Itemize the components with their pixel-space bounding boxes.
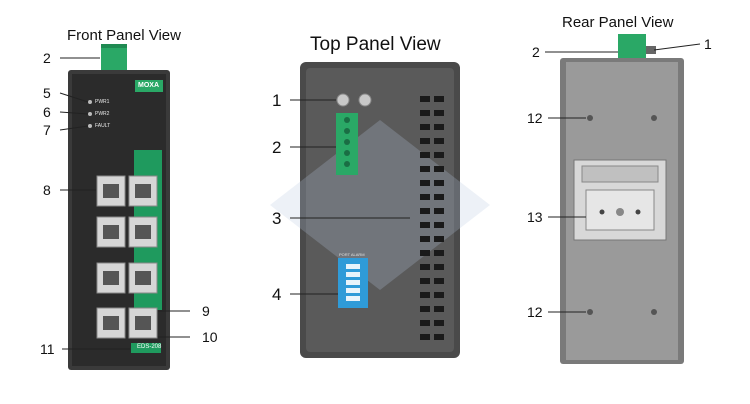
top-callout-lines [290,99,410,295]
rear-screw [646,46,656,54]
vent-slots [420,96,444,340]
mounting-hole [587,115,593,121]
front-callout-10: 10 [202,329,218,345]
front-callout-2: 2 [43,50,51,66]
rear-callout-12-top: 12 [527,110,543,126]
top-panel [270,62,490,358]
rear-terminal-block [618,34,646,60]
top-callout-2: 2 [272,138,282,157]
top-callout-4: 4 [272,285,282,304]
mounting-hole [587,309,593,315]
front-callout-11: 11 [40,341,55,357]
rear-callout-2: 2 [532,44,540,60]
model-label: EDS-208 [137,344,162,350]
rear-callout-1: 1 [704,36,712,52]
pwr2-led [88,112,92,116]
front-callout-8: 8 [43,182,51,198]
brand-logo-plate [135,80,163,92]
top-callout-3: 3 [272,209,282,228]
fault-led [88,124,92,128]
ethernet-port [96,175,126,207]
front-panel-title: Front Panel View [67,27,181,44]
mounting-hole [651,115,657,121]
pwr1-led-label: PWR1 [95,99,110,105]
top-callout-1: 1 [272,91,282,110]
front-callout-6: 6 [43,104,51,120]
rear-panel-title: Rear Panel View [562,14,674,31]
mounting-hole [651,309,657,315]
pwr2-led-label: PWR2 [95,111,110,117]
front-panel [59,44,190,370]
front-callout-lines [59,57,190,350]
front-callout-5: 5 [43,85,51,101]
front-callout-9: 9 [202,303,210,319]
dip-switch-label: PORT ALARM [339,252,365,257]
pwr1-led [88,100,92,104]
top-panel-title: Top Panel View [310,34,441,55]
dip-switches [346,264,360,301]
brand-logo: MOXA [138,82,159,89]
front-callout-7: 7 [43,122,51,138]
rear-panel [545,34,701,364]
grounding-screw [336,93,350,107]
fault-led-label: FAULT [95,123,111,129]
watermark [270,120,490,290]
grounding-symbol [358,93,372,107]
rear-callout-12-bottom: 12 [527,304,543,320]
model-label-plate [131,343,161,353]
ethernet-ports [96,175,158,339]
front-terminal-block [101,44,127,74]
rear-callout-lines [545,43,701,313]
rear-callout-13: 13 [527,209,543,225]
